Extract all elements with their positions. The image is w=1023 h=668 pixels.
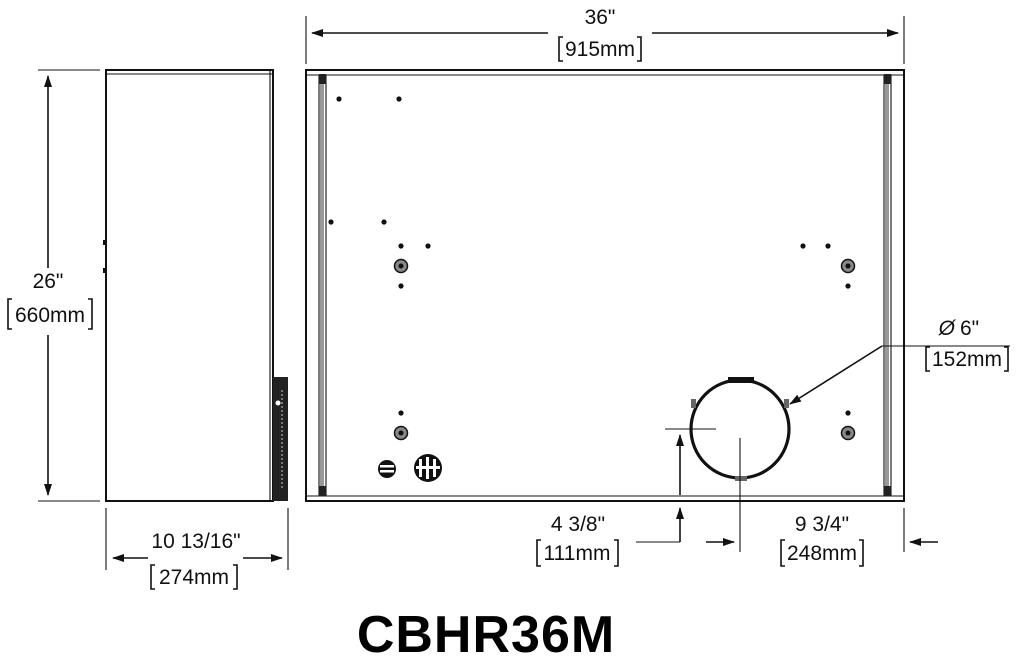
left-rail [318,74,327,496]
duct-bottom-offset-dimension: 4 3/8" 111mm [536,434,684,567]
bolt [840,258,856,274]
bolts [393,258,856,441]
model-title: CBHR36M [357,606,615,664]
height-mm-label: 660mm [15,304,85,327]
mounting-holes [328,96,851,416]
duct-bottom-in-label: 4 3/8" [551,513,605,536]
height-dimension: 26" 660mm [7,69,100,502]
height-in-label: 26" [33,270,64,293]
bolt [393,258,409,274]
width-mm-label: 915mm [565,38,635,61]
width-dimension: 36" 915mm [305,6,905,64]
right-rail [883,74,892,496]
duct-outlet [665,377,791,552]
duct-diameter-mm-label: 152mm [932,348,1002,371]
duct-side-in-label: 9 3/4" [795,513,849,536]
depth-in-label: 10 13/16" [151,530,240,553]
knockout-small [378,460,396,478]
bolt [393,425,409,441]
depth-mm-label: 274mm [159,566,229,589]
duct-side-offset-dimension: 9 3/4" 248mm [706,508,938,567]
duct-diameter-callout: Ø 6" 152mm [789,317,1010,405]
bolt [840,425,856,441]
knockout-large [414,454,442,482]
duct-bottom-mm-label: 111mm [544,542,611,565]
depth-dimension: 10 13/16" 274mm [105,508,289,590]
duct-side-mm-label: 248mm [787,542,857,565]
width-in-label: 36" [585,6,616,29]
control-panel [273,377,288,501]
front-view [305,69,905,552]
side-view [103,69,288,502]
diameter-symbol: Ø [938,317,957,340]
duct-diameter-in-label: 6" [960,317,979,340]
